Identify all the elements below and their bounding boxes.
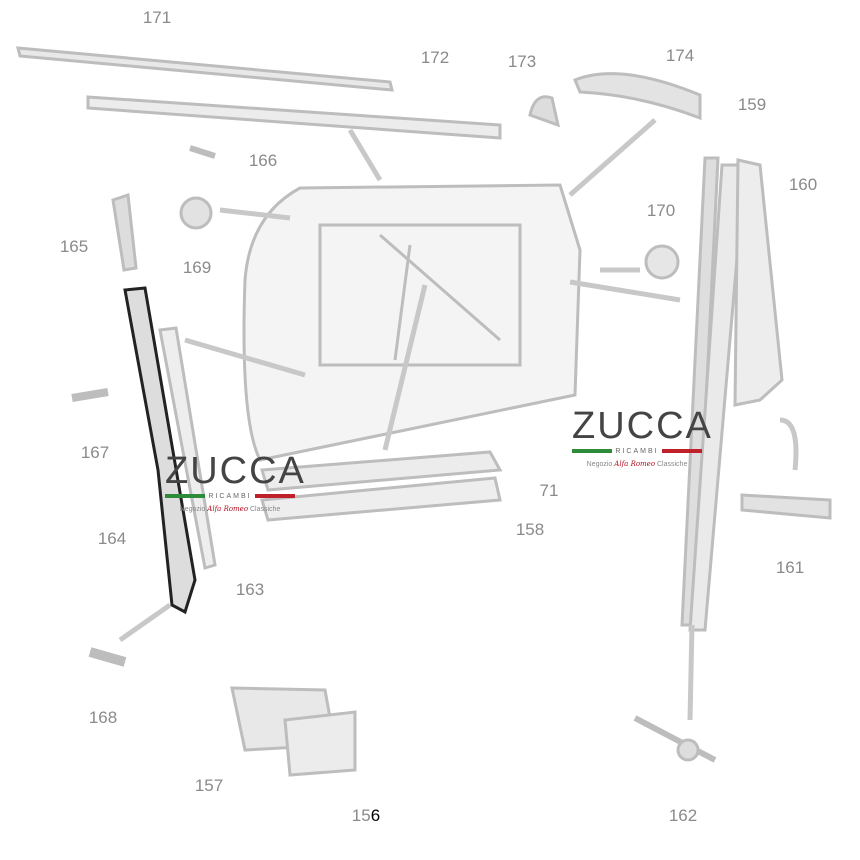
watermark-tagline: Negozio Alfa Romeo Classiche [586,460,688,468]
part-71-drawing [260,450,503,492]
part-171-drawing [16,46,394,92]
part-156-drawing [283,710,357,777]
label-156: 156 [352,806,380,826]
zucca-watermark-right: ZUCCA RICAMBI Negozio Alfa Romeo Classic… [572,405,713,468]
part-172-drawing [86,95,502,140]
watermark-sub: RICAMBI [615,447,659,455]
label-169: 169 [182,258,212,277]
label-156-highlight: 6 [370,806,381,825]
watermark-tagline: Negozio Alfa Romeo Classiche [179,505,281,513]
part-174-drawing [573,72,702,121]
label-173: 173 [507,52,537,71]
watermark-sub: RICAMBI [208,492,252,500]
part-167-drawing [71,388,109,402]
part-160-drawing [733,158,784,407]
label-166: 166 [248,151,278,170]
zucca-watermark-left: ZUCCA RICAMBI Negozio Alfa Romeo Classic… [165,450,306,513]
part-170-drawing [644,244,680,280]
assembly-arrows [118,118,799,721]
part-164-drawing [123,286,197,615]
label-174: 174 [665,46,695,65]
part-161-drawing [740,493,832,520]
label-156-part: 15 [351,806,371,825]
part-173-drawing [528,95,561,128]
label-162: 162 [668,806,698,825]
label-163: 163 [235,580,265,599]
part-158-drawing [260,476,502,522]
label-168: 168 [88,708,118,727]
label-171: 171 [142,8,172,27]
label-160: 160 [788,175,818,194]
label-161: 161 [775,558,805,577]
label-165: 165 [59,237,89,256]
label-164: 164 [97,529,127,548]
part-168-drawing [88,647,127,667]
label-172: 172 [420,48,450,67]
label-71: 71 [539,481,559,500]
label-170: 170 [646,201,676,220]
label-158: 158 [515,520,545,539]
watermark-brand: ZUCCA [165,450,306,492]
part-169-drawing [179,196,213,230]
part-163-drawing [158,326,217,570]
part-162-drawing [633,715,717,763]
part-165-drawing [111,192,138,272]
label-157: 157 [194,776,224,795]
label-159: 159 [737,95,767,114]
part-166-drawing [189,145,216,159]
watermark-brand: ZUCCA [572,405,713,447]
label-167: 167 [80,443,110,462]
door-window-frame [318,223,522,367]
